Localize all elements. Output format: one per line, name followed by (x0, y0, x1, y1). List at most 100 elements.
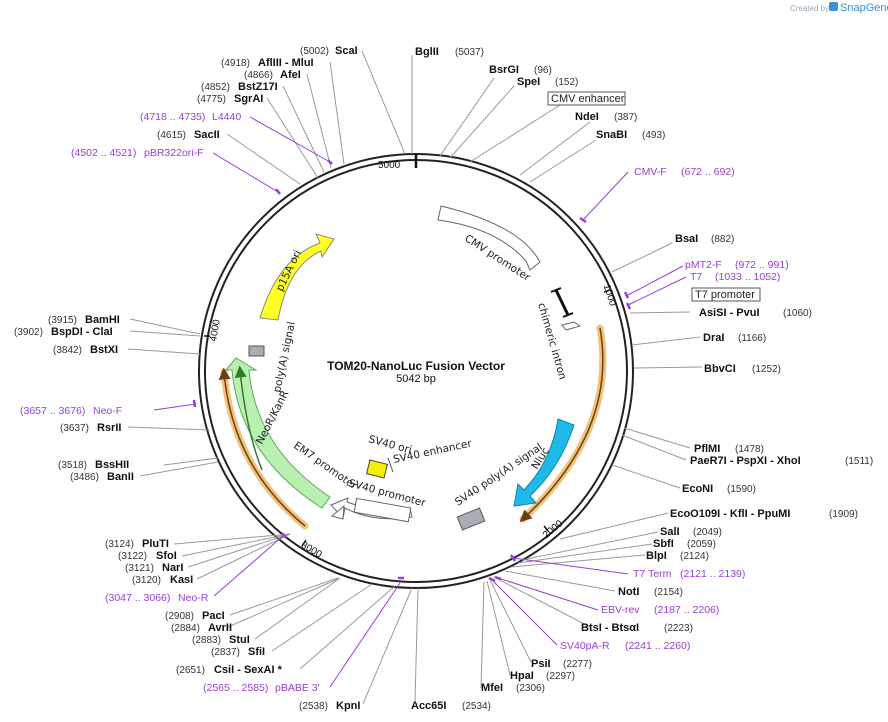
site-position: (5037) (455, 47, 484, 58)
site-position: (2538) (299, 701, 328, 712)
p15a-ori-feature (259, 233, 335, 321)
site-position: (2049) (693, 527, 722, 538)
site-label: RsrII (97, 422, 121, 434)
site-position: (1166) (738, 333, 766, 344)
site-label: KasI (170, 574, 193, 586)
site-label: HpaI (510, 670, 534, 682)
tick-5000: 5000 (378, 160, 401, 171)
sv40-polya-box (456, 507, 486, 531)
site-label: BstZ17I (238, 81, 278, 93)
sv40-promoter-box (353, 497, 412, 523)
site-label: SnaBI (596, 129, 627, 141)
site-label: NotI (618, 586, 639, 598)
primer-label: L4440 (212, 111, 241, 123)
primer-marks (192, 159, 632, 583)
nluc-feature (513, 418, 575, 507)
site-position: (3637) (60, 423, 89, 434)
site-position: (3121) (125, 563, 154, 574)
primer-label: T7 (690, 271, 702, 283)
site-label: SalI (660, 526, 680, 538)
site-label: AvrII (208, 622, 232, 634)
site-position: (4615) (157, 130, 186, 141)
site-position: (2297) (546, 671, 575, 682)
primer-label: Neo-R (178, 592, 209, 604)
chimeric-intron-label: chimeric intron (535, 302, 568, 381)
site-position: (493) (642, 130, 665, 141)
primer-range: (2187 .. 2206) (654, 604, 719, 616)
site-position: (3120) (132, 575, 161, 586)
site-label: AfeI (280, 69, 301, 81)
site-label: PacI (202, 610, 225, 622)
primer-lines (153, 116, 687, 688)
site-position: (3124) (105, 539, 134, 550)
site-label: Acc65I (411, 700, 446, 712)
sv40-ori-box (365, 459, 389, 479)
site-position: (2884) (171, 623, 200, 634)
created-by-text: Created by (790, 4, 829, 13)
site-position: (2223) (664, 623, 693, 634)
site-label: SbfI (653, 538, 674, 550)
site-position: (4918) (221, 58, 250, 69)
primer-label: pMT2-F (685, 259, 722, 271)
site-label: CsiI - SexAI * (214, 664, 283, 676)
site-label: BspDI - ClaI (51, 326, 113, 338)
plasmid-size: 5042 bp (396, 373, 436, 385)
site-label: BglII (415, 46, 439, 58)
site-position: (387) (614, 112, 637, 123)
site-label: BsaI (675, 233, 698, 245)
primer-range: (972 .. 991) (735, 259, 789, 271)
site-position: (2124) (680, 551, 709, 562)
site-position: (2883) (192, 635, 221, 646)
site-label: StuI (229, 634, 250, 646)
site-label: PluTI (142, 538, 169, 550)
site-position: (3486) (70, 472, 99, 483)
primer-label: T7 Term (633, 568, 672, 580)
site-label: BssHII (95, 459, 129, 471)
site-label: BbvCI (704, 363, 736, 375)
site-position: (2306) (516, 683, 545, 694)
restriction-sites: BglII (5037) BsrGI (96) SpeI (152) NdeI … (14, 45, 873, 712)
primer-range: (4502 .. 4521) (71, 147, 136, 159)
neor-feature (224, 357, 331, 509)
site-label: ScaI (335, 45, 358, 57)
site-position: (3842) (53, 345, 82, 356)
site-position: (2154) (654, 587, 683, 598)
plasmid-name: TOM20-NanoLuc Fusion Vector (327, 359, 505, 373)
site-label: PsiI (531, 658, 551, 670)
p15a-label: p15A ori (274, 248, 304, 293)
primer-range: (3047 .. 3066) (105, 592, 170, 604)
polya-box (248, 345, 265, 357)
site-label: SacII (194, 129, 220, 141)
site-position: (3915) (48, 315, 77, 326)
site-position: (152) (555, 77, 578, 88)
site-label: AflIII - MluI (258, 57, 314, 69)
site-label: AsiSI - PvuI (699, 307, 760, 319)
primer-label: Neo-F (93, 405, 122, 417)
site-label: EcoO109I - KflI - PpuMI (670, 508, 790, 520)
site-position: (1909) (829, 509, 858, 520)
site-position: (3902) (14, 327, 43, 338)
primer-range: (2121 .. 2139) (680, 568, 745, 580)
site-position: (882) (711, 234, 734, 245)
primers: CMV-F (672 .. 692) pMT2-F (972 .. 991) T… (20, 111, 789, 694)
primer-range: (1033 .. 1052) (715, 271, 780, 283)
site-label: MfeI (481, 682, 503, 694)
site-label: KpnI (336, 700, 360, 712)
em7-promoter-arrow (330, 504, 345, 520)
site-position: (4775) (197, 94, 226, 105)
site-position: (96) (534, 65, 552, 76)
polya-label: poly(A) signal (271, 321, 298, 394)
primer-range: (3657 .. 3676) (20, 405, 85, 417)
site-position: (5002) (300, 46, 329, 57)
site-position: (3518) (58, 460, 87, 471)
site-label: SgrAI (234, 93, 263, 105)
site-position: (2534) (462, 701, 491, 712)
site-label: NdeI (575, 111, 599, 123)
tick-2000: 2000 (541, 518, 565, 541)
site-label: PflMI (694, 443, 720, 455)
site-position: (1511) (845, 456, 873, 467)
site-position: (1478) (735, 444, 764, 455)
site-leader-lines (127, 50, 703, 705)
chimeric-intron-mark (550, 287, 582, 331)
site-position: (2651) (176, 665, 205, 676)
